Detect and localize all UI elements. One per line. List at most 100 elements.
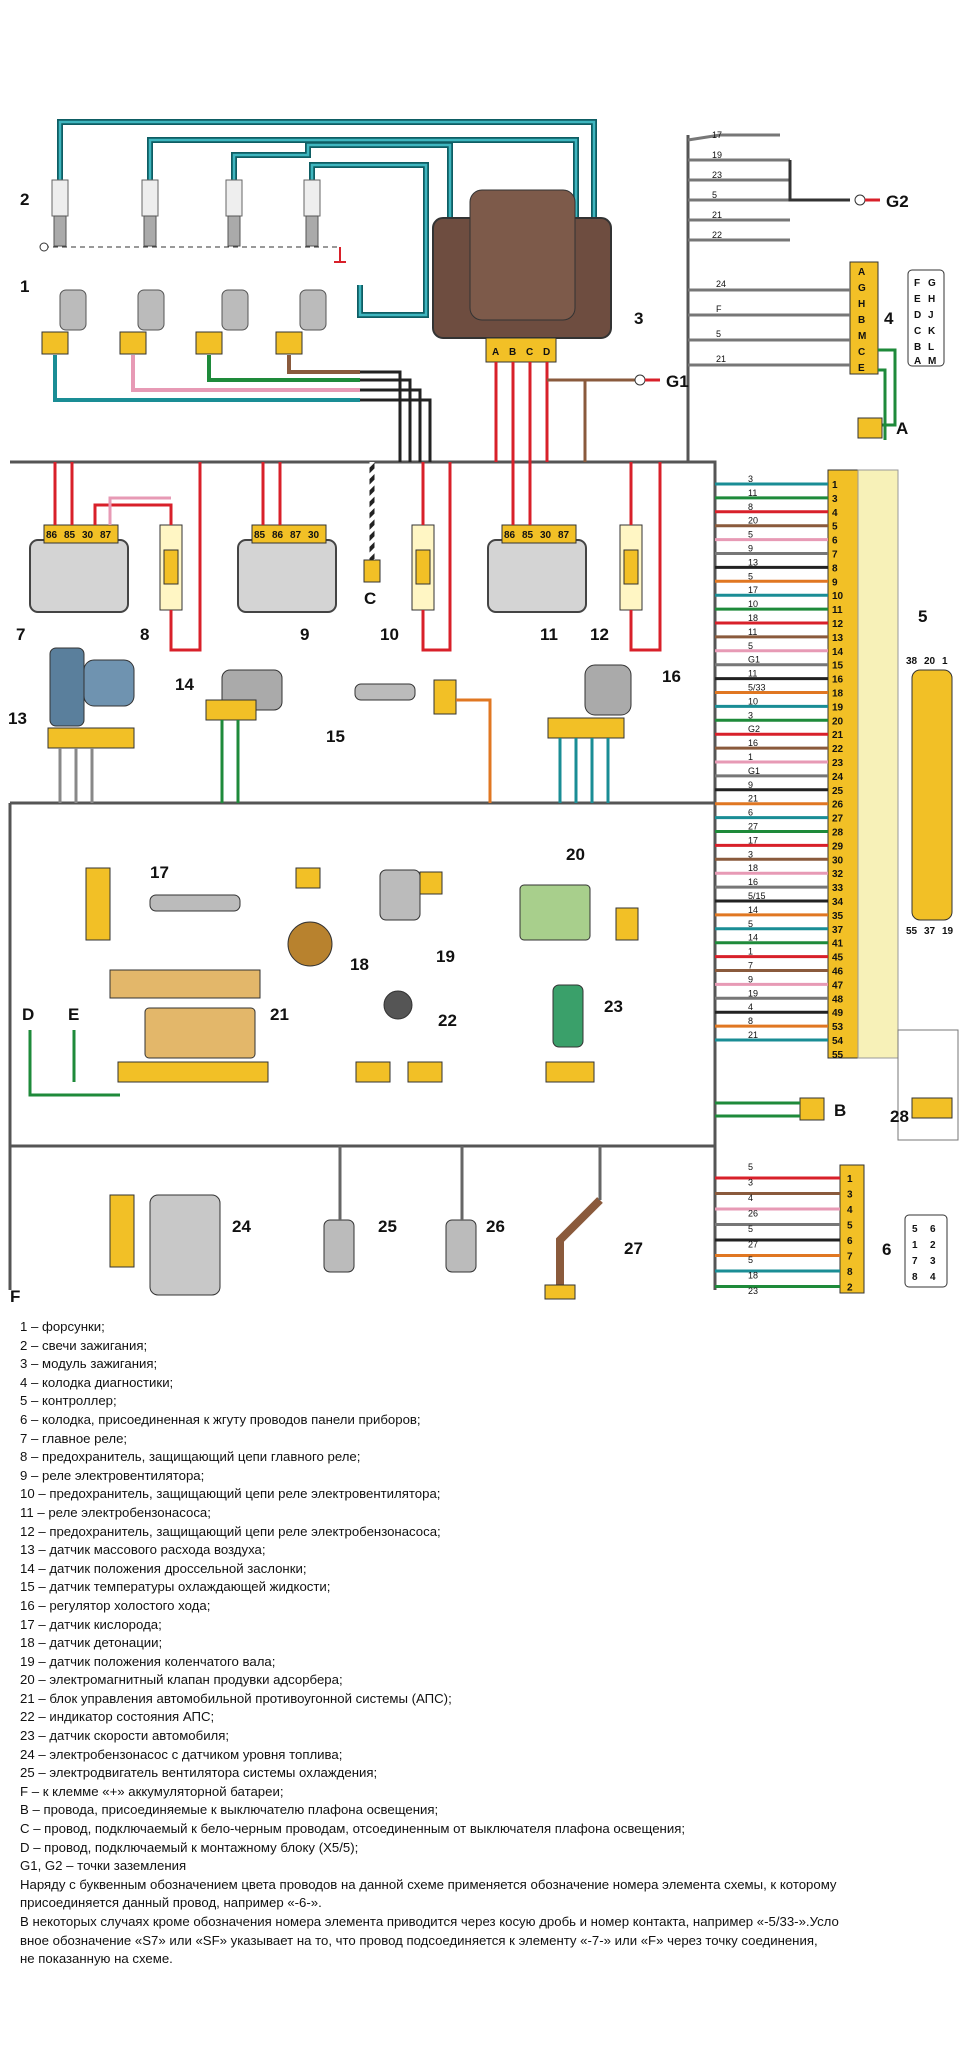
ecu-wire-label: 11 [748,488,757,498]
plug6-face-pin: 5 [912,1224,918,1235]
ecu-pin: 46 [832,967,844,978]
plug6-pin: 7 [847,1252,853,1263]
injector [275,289,327,355]
legend-row: 9 – реле электровентилятора; [20,1467,205,1483]
ecu-pin: 23 [832,758,844,769]
relay-pin: 87 [290,530,302,541]
ecu-pin: 10 [832,591,844,602]
component-number: 26 [486,1217,505,1236]
sensor-row [47,647,632,803]
ecu-pin: 5 [832,522,838,533]
coolant-temp-sensor [354,679,457,715]
ecu-wire-label: 10 [748,599,758,609]
diag-face-pin: L [928,342,934,353]
wire-label: 19 [712,150,722,160]
ecu-wire-label: 17 [748,585,758,595]
legend-row: G1, G2 – точки заземления [20,1858,187,1874]
ground-label-g2: G2 [886,192,909,211]
legend-row: 15 – датчик температуры охлаждающей жидк… [20,1579,331,1595]
component-number: 12 [590,625,609,644]
component-number: 28 [890,1107,909,1126]
relay-pin: 30 [308,530,320,541]
component-number: 7 [16,625,25,644]
legend-row: 1 – форсунки; [20,1319,105,1334]
legend-row: 22 – индикатор состояния АПС; [20,1709,215,1725]
relay-pin: 85 [64,530,76,541]
component-number: 17 [150,863,169,882]
fuse-12 [619,524,643,611]
legend-row: 6 – колодка, присоединенная к жгуту пров… [20,1411,421,1427]
ecu-connector: 1331148520657981395101711101218131114515… [715,469,954,1061]
ecu-wire-label: 9 [748,544,753,554]
diag-face-pin: H [928,294,935,305]
ecu-pin: 41 [832,939,844,950]
ecu-pin: 53 [832,1022,844,1033]
ecu-pin: 18 [832,689,844,700]
legend-row: 2 – свечи зажигания; [20,1337,148,1353]
component-number: 6 [882,1240,891,1259]
legend-row: В – провода, присоединяемые к выключател… [20,1802,439,1818]
plug6-wire-label: 4 [748,1193,753,1203]
plug6-pin: 1 [847,1174,853,1185]
diag-wire: F [716,304,722,314]
legend-row: не показанную на схеме. [20,1951,173,1967]
component-labels: 2 1 3 4 5 6 7 8 9 10 11 12 13 14 15 16 1… [8,190,927,1259]
ecu-pin: 4 [832,508,838,519]
ecu-wire-label: 18 [748,613,758,623]
ecu-pin: 21 [832,730,844,741]
fuel-pump-module [109,1194,221,1296]
ecu-pin: 11 [832,605,843,616]
component-number: 18 [350,955,369,974]
ecu-face-label: 20 [924,656,936,667]
ecu-wire-label: 10 [748,696,758,706]
ecu-wire-label: 7 [748,961,753,971]
ignition-module: A B C D [432,189,612,462]
relay-pin: 87 [558,530,570,541]
plug6-pin: 4 [847,1205,853,1216]
ecu-wire-label: 5/15 [748,891,766,901]
wire-label: 23 [712,170,722,180]
component-number: 13 [8,709,27,728]
legend-row: 11 – реле электробензонасоса; [20,1504,211,1520]
legend-row: 17 – датчик кислорода; [20,1616,162,1632]
ecu-wire-label: 18 [748,863,758,873]
ecu-wire-label: 9 [748,780,753,790]
fan-motor [323,1219,355,1273]
plug6-wire-label: 3 [748,1178,753,1188]
ecu-wire-label: 9 [748,974,753,984]
ecu-wire-label: 20 [748,516,758,526]
plug6-wire-label: 27 [748,1240,758,1250]
injector [119,289,165,355]
ecu-pin: 27 [832,814,844,825]
plug6-pin: 5 [847,1221,853,1232]
ecu-wire-label: 17 [748,835,758,845]
ecu-pin: 13 [832,633,844,644]
diag-pin: A [858,267,865,278]
spark-plug [141,179,159,247]
diag-pin: C [858,347,865,358]
plug6-wire-label: 5 [748,1162,753,1172]
ecu-pin: 3 [832,494,838,505]
diag-face-pin: D [914,310,921,321]
main-relay: 86 85 30 87 [29,524,129,613]
component-number: 14 [175,675,194,694]
spark-plug [51,179,69,247]
plug6-face-pin: 6 [930,1224,936,1235]
ecu-pin: 22 [832,744,844,755]
fuse-8 [159,524,183,611]
component-number: 2 [20,190,29,209]
connector-b: B [715,1029,959,1141]
injector-wires [53,355,432,462]
ecu-face-label: 19 [942,926,954,937]
relay-pin: 85 [522,530,534,541]
plug6-face-pin: 4 [930,1272,936,1283]
ecu-pin: 25 [832,786,844,797]
relay-pin: 87 [100,530,112,541]
fuse-10 [411,524,435,611]
relay-block: 86 85 30 87 85 86 87 30 86 85 30 87 [29,462,662,652]
wire-label: 22 [712,230,722,240]
ecu-pin-list: 1331148520657981395101711101218131114515… [715,474,844,1061]
ecu-pin: 54 [832,1036,844,1047]
diagnostic-connector: A G H B M C E 24 F 5 21 A F G E H D J C … [688,261,945,440]
